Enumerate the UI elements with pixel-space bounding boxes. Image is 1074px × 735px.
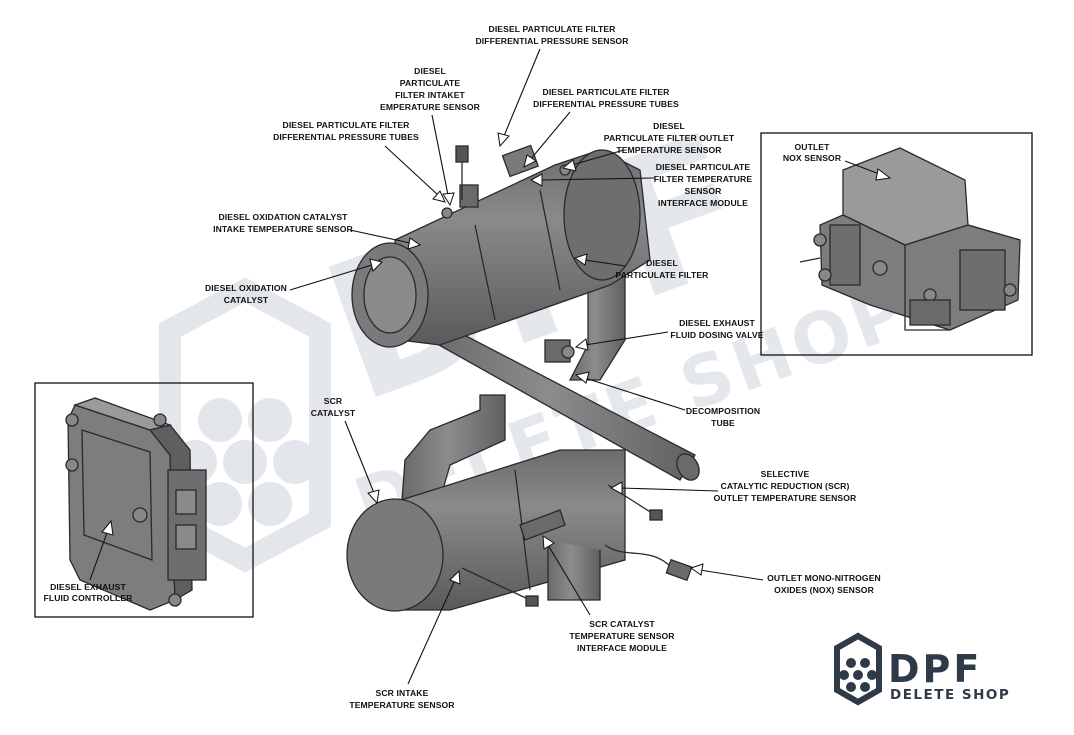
def-dosing-valve <box>544 339 575 363</box>
svg-text:CATALYST: CATALYST <box>311 408 356 418</box>
label-dpf-dp-tubes-right: DIESEL PARTICULATE FILTER DIFFERENTIAL P… <box>523 87 679 168</box>
label-scr-catalyst: SCR CATALYST <box>311 396 380 505</box>
svg-text:NOX SENSOR: NOX SENSOR <box>783 153 842 163</box>
svg-text:INTERFACE MODULE: INTERFACE MODULE <box>658 198 748 208</box>
svg-text:TEMPERATURE SENSOR: TEMPERATURE SENSOR <box>569 631 675 641</box>
svg-text:PARTICULATE FILTER OUTLET: PARTICULATE FILTER OUTLET <box>604 133 735 143</box>
svg-text:FILTER INTAKET: FILTER INTAKET <box>395 90 465 100</box>
brand-hex-icon <box>834 632 882 706</box>
svg-text:PARTICULATE FILTER: PARTICULATE FILTER <box>616 270 710 280</box>
inset-nox-sensor: OUTLET NOX SENSOR <box>760 132 1033 356</box>
svg-text:FLUID CONTROLLER: FLUID CONTROLLER <box>44 593 134 603</box>
svg-text:DIESEL PARTICULATE FILTER: DIESEL PARTICULATE FILTER <box>543 87 671 97</box>
svg-text:INTAKE TEMPERATURE SENSOR: INTAKE TEMPERATURE SENSOR <box>213 224 353 234</box>
label-outlet-nox: OUTLET MONO-NITROGEN OXIDES (NOX) SENSOR <box>689 563 881 595</box>
svg-text:SENSOR: SENSOR <box>685 186 723 196</box>
svg-text:DIESEL EXHAUST: DIESEL EXHAUST <box>50 582 126 592</box>
label-scr-outlet-temp: SELECTIVE CATALYTIC REDUCTION (SCR) OUTL… <box>609 469 857 503</box>
label-dpf-temp-module: DIESEL PARTICULATE FILTER TEMPERATURE SE… <box>529 162 753 208</box>
svg-text:DIESEL: DIESEL <box>653 121 685 131</box>
arrow-def-controller <box>89 519 114 581</box>
label-doc: DIESEL OXIDATION CATALYST <box>205 258 383 305</box>
label-dpf-dp-sensor: DIESEL PARTICULATE FILTER DIFFERENTIAL P… <box>475 24 629 148</box>
label-def-dosing-valve: DIESEL EXHAUST FLUID DOSING VALVE <box>574 318 764 351</box>
svg-text:INTERFACE MODULE: INTERFACE MODULE <box>577 643 667 653</box>
label-def-controller: DIESEL EXHAUST FLUID CONTROLLER <box>44 582 134 603</box>
svg-text:TEMPERATURE SENSOR: TEMPERATURE SENSOR <box>349 700 455 710</box>
svg-text:DIESEL EXHAUST: DIESEL EXHAUST <box>679 318 755 328</box>
svg-text:SCR: SCR <box>324 396 343 406</box>
svg-text:DIFFERENTIAL PRESSURE TUBES: DIFFERENTIAL PRESSURE TUBES <box>273 132 419 142</box>
brand-title: DPF <box>888 647 982 691</box>
svg-text:OUTLET TEMPERATURE SENSOR: OUTLET TEMPERATURE SENSOR <box>714 493 857 503</box>
svg-text:OUTLET MONO-NITROGEN: OUTLET MONO-NITROGEN <box>767 573 881 583</box>
label-scr-intake-temp: SCR INTAKE TEMPERATURE SENSOR <box>349 569 461 710</box>
svg-text:FILTER TEMPERATURE: FILTER TEMPERATURE <box>654 174 753 184</box>
inset-def-controller: DIESEL EXHAUST FLUID CONTROLLER <box>34 382 254 618</box>
svg-text:PARTICULATE: PARTICULATE <box>400 78 461 88</box>
nox-sensor-module <box>799 147 1021 331</box>
label-dpf-outlet-temp: DIESEL PARTICULATE FILTER OUTLET TEMPERA… <box>561 121 735 172</box>
label-decomposition-tube: DECOMPOSITION TUBE <box>574 371 760 428</box>
svg-text:DIFFERENTIAL PRESSURE TUBES: DIFFERENTIAL PRESSURE TUBES <box>533 99 679 109</box>
def-controller-module <box>65 397 207 611</box>
label-scr-temp-module: SCR CATALYST TEMPERATURE SENSOR INTERFAC… <box>542 535 675 653</box>
brand-logo: DPF DELETE SHOP <box>834 632 1010 706</box>
label-dpf: DIESEL PARTICULATE FILTER <box>573 253 710 280</box>
svg-text:DIESEL: DIESEL <box>414 66 446 76</box>
arrow-outlet-nox-inset <box>844 160 892 181</box>
svg-text:TEMPERATURE SENSOR: TEMPERATURE SENSOR <box>616 145 722 155</box>
brand-subtitle: DELETE SHOP <box>890 687 1010 703</box>
scr-catalyst-cylinder <box>346 449 626 612</box>
svg-text:DIESEL: DIESEL <box>646 258 678 268</box>
label-doc-intake-temp: DIESEL OXIDATION CATALYST INTAKE TEMPERA… <box>213 212 422 250</box>
aftertreatment-assembly <box>346 144 700 612</box>
svg-text:DIESEL OXIDATION CATALYST: DIESEL OXIDATION CATALYST <box>218 212 348 222</box>
label-outlet-nox-inset: OUTLET NOX SENSOR <box>783 142 842 163</box>
svg-text:SELECTIVE: SELECTIVE <box>761 469 810 479</box>
svg-text:DECOMPOSITION: DECOMPOSITION <box>686 406 760 416</box>
svg-text:CATALYTIC REDUCTION (SCR): CATALYTIC REDUCTION (SCR) <box>721 481 850 491</box>
svg-text:EMPERATURE SENSOR: EMPERATURE SENSOR <box>380 102 481 112</box>
doc-dpf-cylinder <box>351 144 651 348</box>
svg-text:SCR INTAKE: SCR INTAKE <box>376 688 429 698</box>
svg-text:OUTLET: OUTLET <box>795 142 831 152</box>
outlet-nox-sensor <box>604 544 693 582</box>
svg-text:DIESEL PARTICULATE FILTER: DIESEL PARTICULATE FILTER <box>489 24 617 34</box>
scr-intake-temp-sensor <box>461 567 539 607</box>
svg-text:SCR CATALYST: SCR CATALYST <box>589 619 655 629</box>
svg-text:DIESEL OXIDATION: DIESEL OXIDATION <box>205 283 287 293</box>
svg-text:FLUID DOSING VALVE: FLUID DOSING VALVE <box>670 330 763 340</box>
svg-text:DIESEL PARTICULATE FILTER: DIESEL PARTICULATE FILTER <box>283 120 411 130</box>
svg-text:DIESEL PARTICULATE: DIESEL PARTICULATE <box>656 162 751 172</box>
svg-text:OXIDES (NOX) SENSOR: OXIDES (NOX) SENSOR <box>774 585 874 595</box>
label-dpf-dp-tubes-left: DIESEL PARTICULATE FILTER DIFFERENTIAL P… <box>273 120 446 203</box>
svg-text:TUBE: TUBE <box>711 418 735 428</box>
svg-text:CATALYST: CATALYST <box>224 295 269 305</box>
label-dpf-intake-temp: DIESEL PARTICULATE FILTER INTAKET EMPERA… <box>380 66 481 207</box>
svg-text:DIFFERENTIAL PRESSURE SENSOR: DIFFERENTIAL PRESSURE SENSOR <box>475 36 629 46</box>
